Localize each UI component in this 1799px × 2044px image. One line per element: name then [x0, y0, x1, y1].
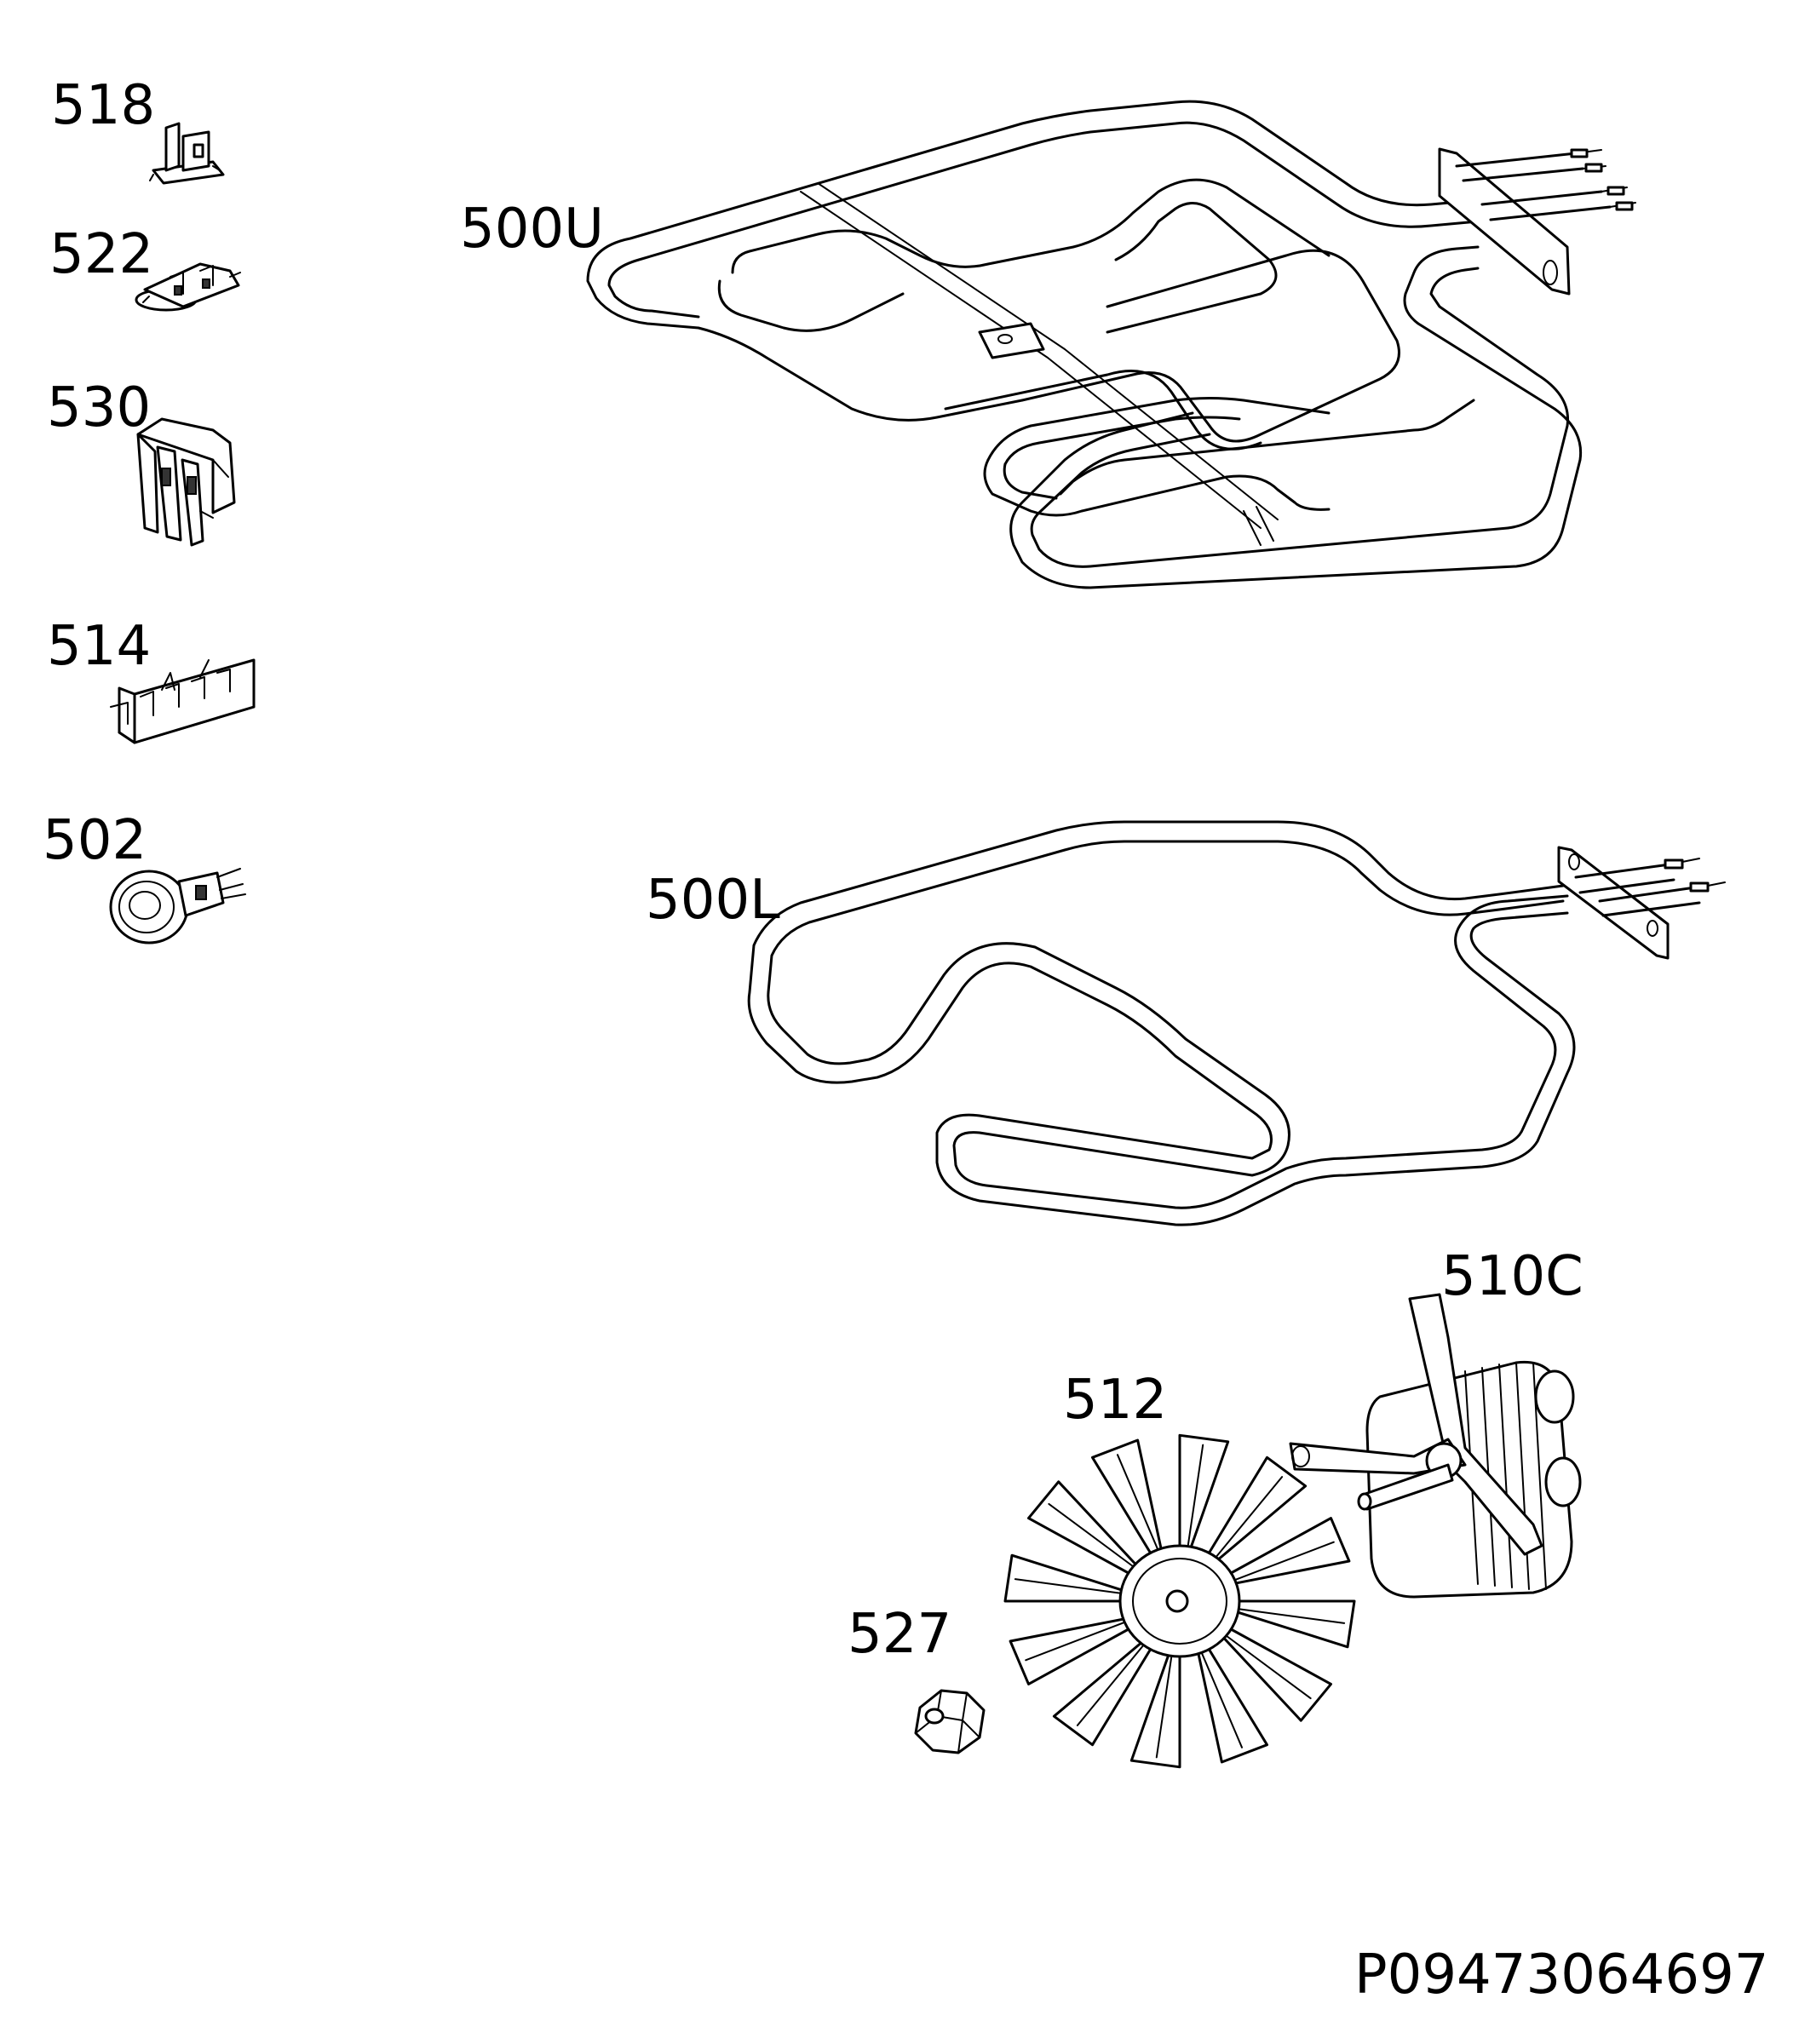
- fan-blade-rib: [1201, 1652, 1243, 1748]
- fan-blade-rib: [1025, 1621, 1126, 1662]
- fan-blade-rib: [1076, 1645, 1144, 1726]
- part-label-530: 530: [47, 376, 151, 439]
- part-530[interactable]: 530: [47, 376, 236, 547]
- document-code: P09473064697: [1354, 1944, 1769, 2007]
- part-label-502: 502: [43, 809, 147, 872]
- part-500L[interactable]: 500L: [646, 820, 1726, 1226]
- lower-heating-element-icon: [747, 820, 1726, 1226]
- part-522[interactable]: 522: [49, 223, 241, 312]
- part-514[interactable]: 514: [47, 615, 256, 744]
- part-510C[interactable]: 510C: [1289, 1245, 1583, 1599]
- part-label-512: 512: [1063, 1369, 1167, 1432]
- terminal-block-icon: [136, 417, 236, 547]
- fan-blade-rib: [1238, 1608, 1346, 1624]
- part-500U[interactable]: 500U: [460, 100, 1636, 589]
- part-label-522: 522: [49, 223, 153, 286]
- part-label-518: 518: [51, 74, 155, 137]
- fan-motor-icon: [1289, 1293, 1582, 1599]
- part-label-527: 527: [848, 1603, 951, 1666]
- thermostat-clip-icon: [149, 122, 225, 185]
- terminal-clamp-icon: [135, 262, 241, 312]
- fan-blade-rib: [1117, 1454, 1158, 1550]
- fan-blade-rib: [1014, 1578, 1122, 1594]
- fan-blade-rib: [1048, 1502, 1134, 1567]
- oven-lamp-icon: [109, 868, 246, 944]
- part-label-500L: 500L: [646, 869, 780, 932]
- fan-blade-rib: [1187, 1444, 1204, 1547]
- fan-blade-rib: [1233, 1541, 1335, 1582]
- fan-blade-rib: [1226, 1635, 1312, 1700]
- connector-block-icon: [110, 658, 256, 744]
- part-label-500U: 500U: [460, 198, 604, 261]
- part-502[interactable]: 502: [43, 809, 246, 944]
- fan-blade-rib: [1155, 1656, 1173, 1759]
- part-518[interactable]: 518: [51, 74, 225, 185]
- part-512[interactable]: 512: [1003, 1369, 1356, 1769]
- part-527[interactable]: 527: [848, 1603, 986, 1754]
- upper-heating-element-icon: [586, 100, 1636, 589]
- fan-nut-icon: [914, 1689, 986, 1754]
- part-label-514: 514: [47, 615, 151, 678]
- fan-blade-rib: [1216, 1476, 1284, 1558]
- fan-blade-icon: [1003, 1433, 1356, 1769]
- part-label-510C: 510C: [1441, 1245, 1583, 1308]
